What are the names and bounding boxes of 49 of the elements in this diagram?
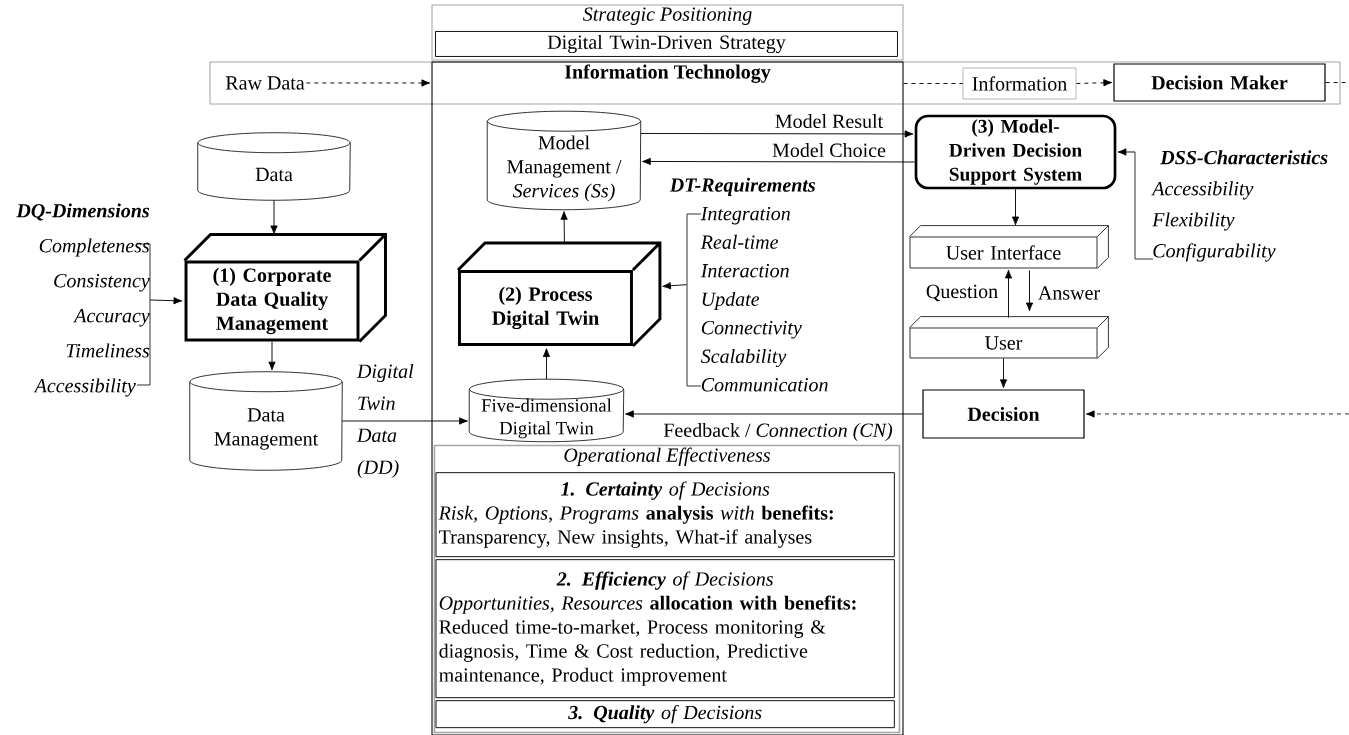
text-list: DQ-Dimensions Completeness Consistency Accuracy Timeliness Accessibility [16, 203, 150, 397]
dashed-arrow [305, 79, 431, 87]
arrow [149, 297, 183, 305]
arrow [341, 417, 468, 425]
arrow [642, 157, 916, 166]
database-cylinder: Data Management [189, 371, 343, 471]
process-box: Decision [922, 389, 1085, 439]
arrow [270, 199, 278, 235]
arrow [625, 410, 923, 418]
edge-label: Question [924, 283, 1000, 303]
arrow [560, 211, 568, 245]
node-label: Model Management / Services (Ss) [507, 135, 622, 202]
cuboid-box: User [909, 316, 1109, 359]
arrow [1117, 148, 1136, 156]
arrow [1004, 269, 1013, 319]
cuboid-box: (2) Process Digital Twin [456, 241, 662, 348]
process-box: Information [962, 67, 1077, 100]
text-panel: 2. Efficiency of Decisions Opportunities, Resources allocation with benefits: Reduced time-to-market, Process monitoring & diagnosis, Time & Cost reduction, Predictive maintenance, Product improvement [435, 559, 895, 699]
text-panel: 1. Certainty of Decisions Risk, Options, Programs analysis with benefits: Transparency, New insights, What-if analyses [435, 472, 895, 558]
text-list: DSS-Characteristics Accessibility Flexibility Configurability [1151, 150, 1328, 262]
arrow [268, 341, 276, 371]
rounded-box: (3) Model-Driven Decision Support System [914, 114, 1117, 190]
dashed-connector-line [1325, 82, 1349, 83]
cuboid-box: (1) Corporate Data Quality Management [183, 233, 387, 343]
text-list: DT-Requirements Integration Real-time Interaction Update Connectivity Scalability Communication [669, 177, 828, 392]
database-cylinder: Data [197, 132, 351, 201]
node-label: Five-dimensional Digital Twin [481, 398, 612, 439]
arrow [1011, 188, 1020, 226]
edge-label: Feedback / Connection (CN) [662, 421, 895, 443]
database-cylinder: Model Management / Services (Ss) [486, 110, 642, 211]
dashed-arrow [1075, 79, 1113, 87]
edge-label: Model Result [773, 112, 885, 130]
arrow [542, 348, 551, 380]
edge-label: Model Choice [770, 141, 888, 159]
database-cylinder: Five-dimensional Digital Twin [468, 378, 625, 443]
node-label: Data [255, 167, 293, 182]
arrow [999, 357, 1008, 389]
text-label: Raw Data [225, 76, 305, 90]
edge-label: Digital Twin Data (DD) [356, 363, 414, 479]
process-box: Digital Twin-Driven Strategy [435, 31, 898, 57]
process-box: Decision Maker [1113, 63, 1326, 102]
cuboid-box: User Interface [909, 225, 1109, 269]
edge-label: Answer [1036, 284, 1102, 302]
text-panel: 3. Quality of Decisions [435, 700, 895, 729]
node-label: Data Management [214, 408, 319, 450]
arrow [662, 282, 687, 290]
arrow [1025, 269, 1034, 312]
arrow [640, 130, 914, 138]
dashed-arrow [1085, 410, 1349, 418]
